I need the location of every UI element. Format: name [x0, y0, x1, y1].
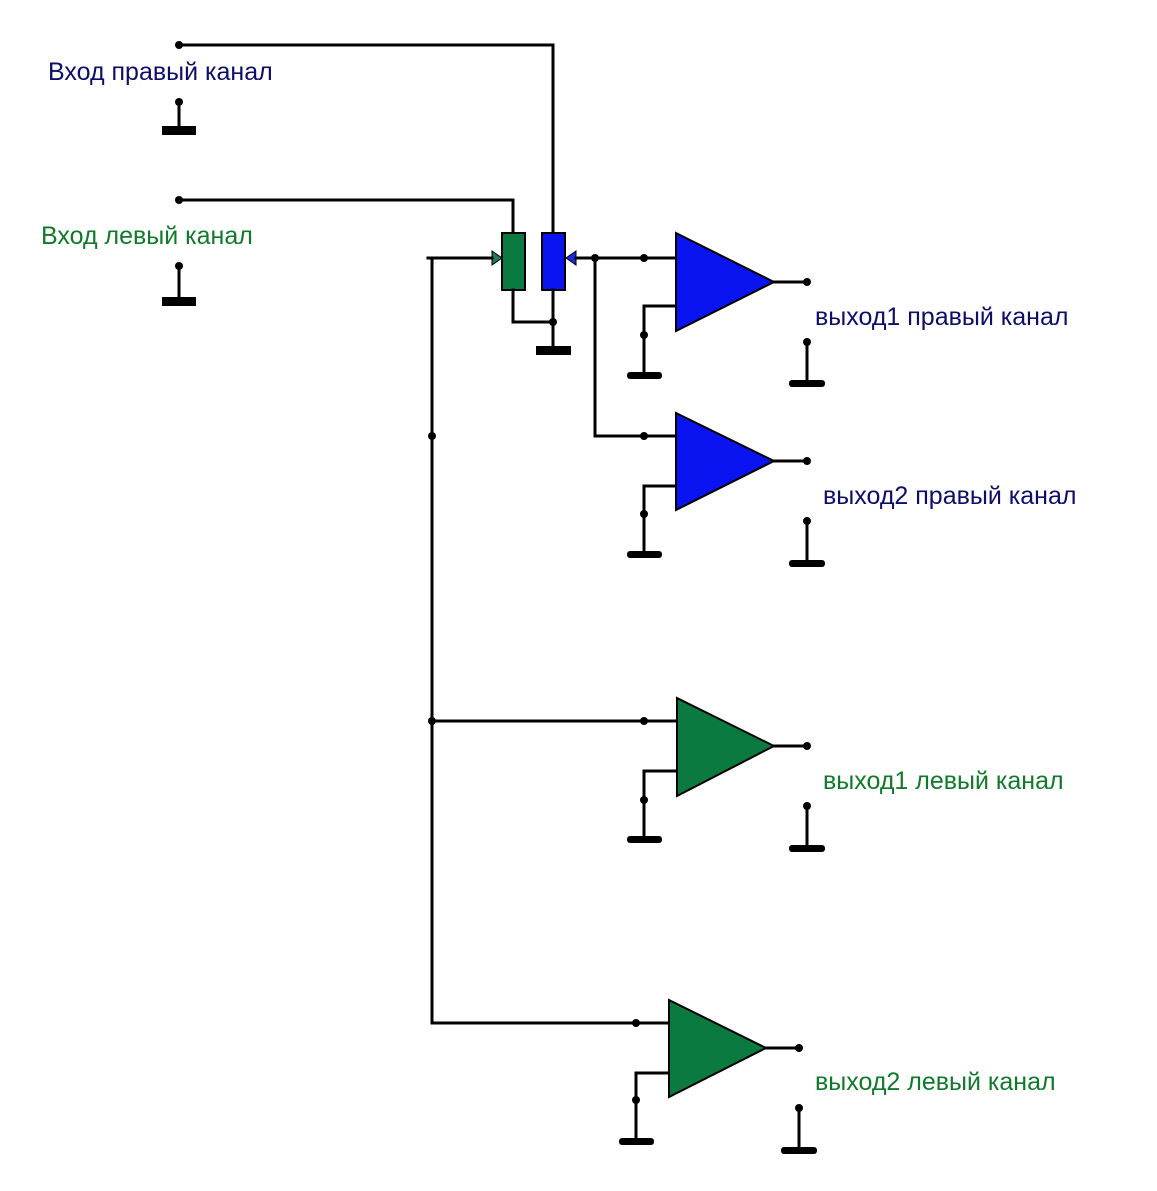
op-amp-triangle-icon: [675, 411, 777, 512]
ground-icon: [536, 346, 571, 355]
amplifier-out1-right: выход1 правый канал: [627, 231, 1068, 387]
input-left-terminal: [175, 196, 183, 204]
ground-icon: [619, 1138, 654, 1145]
ground-icon: [162, 98, 196, 135]
dual-potentiometer: [491, 232, 577, 355]
output-terminal: [803, 278, 811, 286]
output-terminal: [795, 1044, 803, 1052]
ground-icon: [627, 836, 662, 843]
left-channel-bus: [426, 256, 679, 1025]
output-label: выход1 правый канал: [815, 303, 1068, 331]
ground-icon: [789, 338, 825, 387]
right-channel-bus: [574, 254, 678, 438]
ground-icon: [789, 517, 825, 567]
input-right-terminal: [175, 41, 183, 49]
amplifier-out1-left: выход1 левый канал: [627, 696, 1064, 852]
op-amp-triangle-icon: [675, 231, 777, 333]
potentiometer-right-icon: [541, 232, 566, 291]
wire-input-right-to-pot: [177, 43, 555, 235]
ground-icon: [781, 1104, 817, 1154]
ground-icon: [627, 551, 662, 558]
op-amp-triangle-icon: [676, 696, 777, 798]
input-left-label: Вход левый канал: [41, 222, 253, 250]
wire-pot-common: [511, 288, 555, 324]
wire-input-left-to-pot: [177, 198, 515, 235]
ground-icon: [627, 372, 662, 379]
output-label: выход1 левый канал: [823, 767, 1064, 795]
output-terminal: [803, 742, 811, 750]
output-label: выход2 левый канал: [815, 1068, 1056, 1096]
output-terminal: [803, 457, 811, 465]
op-amp-triangle-icon: [668, 998, 769, 1099]
ground-icon: [162, 262, 196, 306]
output-label: выход2 правый канал: [823, 482, 1076, 510]
amplifier-out2-left: выход2 левый канал: [619, 998, 1056, 1154]
input-right-label: Вход правый канал: [48, 58, 273, 86]
input-right-channel: Вход правый канал: [48, 41, 555, 235]
input-left-channel: Вход левый канал: [41, 196, 515, 306]
potentiometer-left-icon: [501, 232, 526, 291]
amplifier-out2-right: выход2 правый канал: [627, 411, 1076, 567]
ground-icon: [789, 802, 825, 852]
